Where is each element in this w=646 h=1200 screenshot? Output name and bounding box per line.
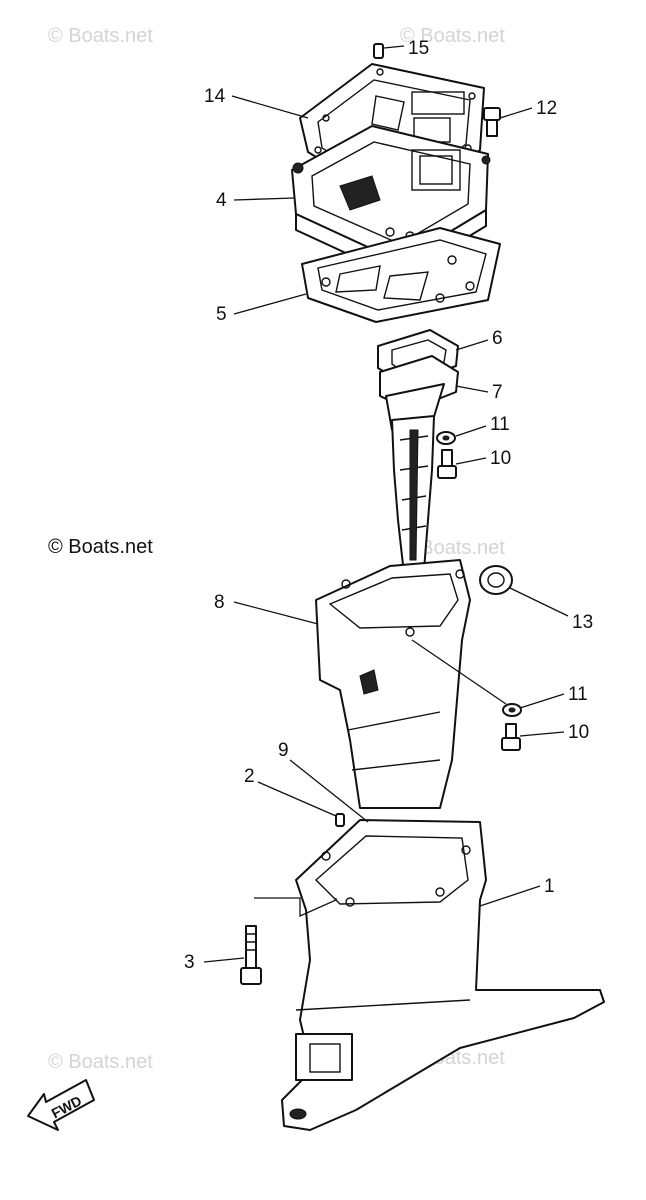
part-10-bolt-lower xyxy=(501,723,521,751)
leader-8 xyxy=(233,601,319,625)
callout-11: 11 xyxy=(568,684,588,705)
callout-13: 13 xyxy=(572,612,593,633)
leader-1 xyxy=(479,885,541,907)
callout-4: 4 xyxy=(216,190,227,211)
callout-11: 11 xyxy=(490,414,510,435)
part-12-bolt xyxy=(483,107,501,137)
leader-12 xyxy=(499,107,533,119)
leader-8b xyxy=(411,639,507,705)
copyright-notice: © Boats.net xyxy=(48,536,153,558)
watermark: © Boats.net xyxy=(48,25,153,47)
leader-11b xyxy=(519,693,565,709)
callout-8: 8 xyxy=(214,592,225,613)
part-13-seal xyxy=(479,565,513,595)
callout-7: 7 xyxy=(492,382,503,403)
leader-11a xyxy=(455,425,487,437)
leader-6 xyxy=(455,339,489,351)
part-15-dowel-pin xyxy=(373,43,384,59)
part-1-upper-casing xyxy=(281,819,605,1131)
fwd-arrow-icon: FWD xyxy=(27,1079,95,1131)
callout-12: 12 xyxy=(536,98,557,119)
leader-14 xyxy=(231,95,309,119)
part-11-washer-lower xyxy=(502,703,522,717)
bracket-line xyxy=(254,897,337,918)
part-5-gasket xyxy=(301,227,501,323)
callout-1: 1 xyxy=(544,876,555,897)
callout-14: 14 xyxy=(204,86,226,107)
part-3-bolt xyxy=(240,925,262,985)
leader-10a xyxy=(455,457,487,465)
leader-9 xyxy=(289,759,369,823)
part-8-oil-pan xyxy=(315,559,471,809)
callout-10: 10 xyxy=(568,722,589,743)
callout-10: 10 xyxy=(490,448,511,469)
part-11-washer-upper xyxy=(436,431,456,445)
watermark: © Boats.net xyxy=(48,1051,153,1073)
watermark: © Boats.net xyxy=(400,25,505,47)
callout-15: 15 xyxy=(408,38,429,59)
leader-3 xyxy=(203,957,245,963)
leader-4 xyxy=(233,197,295,201)
callout-2: 2 xyxy=(244,766,255,787)
leader-7 xyxy=(455,385,489,393)
callout-9: 9 xyxy=(278,740,289,761)
callout-6: 6 xyxy=(492,328,503,349)
leader-2 xyxy=(257,781,337,817)
leader-13 xyxy=(509,587,569,617)
callout-5: 5 xyxy=(216,304,227,325)
part-10-bolt-upper xyxy=(437,449,457,479)
part-7-exhaust-guide xyxy=(379,355,459,575)
leader-5 xyxy=(233,293,307,315)
callout-3: 3 xyxy=(184,952,195,973)
leader-10b xyxy=(519,731,565,737)
part-2-dowel-pin xyxy=(335,813,345,827)
leader-15 xyxy=(383,45,405,49)
